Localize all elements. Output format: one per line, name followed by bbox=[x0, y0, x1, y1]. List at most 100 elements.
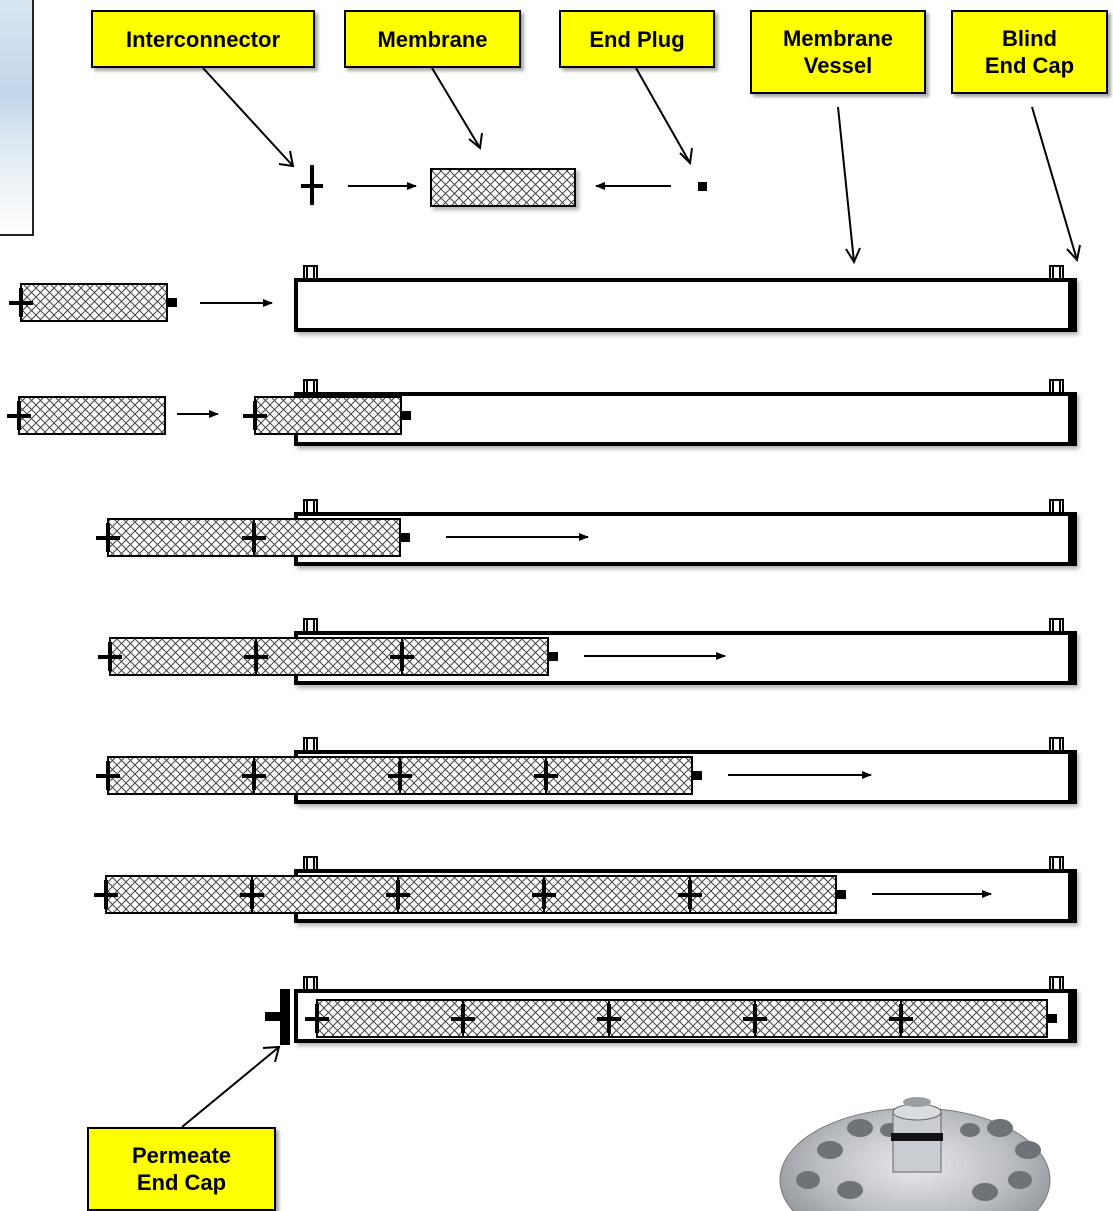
vessel-port bbox=[1049, 856, 1064, 871]
membrane-element bbox=[754, 999, 902, 1038]
vessel-step-2 bbox=[7, 379, 1077, 446]
corner-photo-fragment bbox=[0, 0, 34, 236]
interconnector bbox=[96, 523, 120, 552]
membrane-element bbox=[900, 999, 1048, 1038]
blind-end-cap bbox=[1068, 278, 1077, 332]
interconnector bbox=[243, 401, 267, 430]
membrane-vessel bbox=[294, 278, 1076, 332]
callout-pointers bbox=[181, 67, 1081, 1128]
vessel-port bbox=[303, 379, 318, 394]
blind-end-cap bbox=[1068, 392, 1077, 446]
end-plug bbox=[168, 298, 177, 307]
membrane-element bbox=[253, 756, 401, 795]
callout-membrane: Membrane bbox=[344, 10, 521, 68]
end-plug bbox=[693, 771, 702, 780]
membrane-element bbox=[689, 875, 837, 914]
membrane-vessel bbox=[294, 392, 1076, 446]
blind-end-cap bbox=[1068, 869, 1077, 923]
membrane-element bbox=[254, 396, 402, 435]
membrane-element bbox=[401, 637, 549, 676]
membrane-element bbox=[251, 875, 399, 914]
permeate-end-cap-photo bbox=[763, 1075, 1068, 1211]
membrane-element bbox=[109, 637, 257, 676]
part-interconnector bbox=[301, 165, 323, 205]
membrane-element bbox=[462, 999, 610, 1038]
callout-end-plug-text: End Plug bbox=[589, 26, 685, 52]
interconnector bbox=[532, 880, 556, 909]
membrane-element bbox=[397, 875, 545, 914]
interconnector bbox=[451, 1004, 475, 1033]
callout-membrane-vessel-line1: Membrane bbox=[782, 26, 894, 51]
part-membrane bbox=[430, 168, 576, 207]
blind-end-cap bbox=[1068, 512, 1077, 566]
membrane-element bbox=[316, 999, 464, 1038]
interconnector bbox=[305, 1004, 329, 1033]
interconnector bbox=[94, 880, 118, 909]
interconnector bbox=[9, 288, 33, 317]
interconnector bbox=[678, 880, 702, 909]
part-end-plug bbox=[698, 182, 707, 191]
blind-end-cap bbox=[1068, 989, 1077, 1043]
vessel-port bbox=[1049, 976, 1064, 991]
interconnector bbox=[889, 1004, 913, 1033]
interconnector bbox=[242, 761, 266, 790]
end-plug bbox=[837, 890, 846, 899]
end-plug bbox=[402, 411, 411, 420]
end-plug bbox=[401, 533, 410, 542]
blind-end-cap bbox=[1068, 631, 1077, 685]
callout-permeate-end-cap: Permeate End Cap bbox=[87, 1127, 276, 1211]
vessel-port bbox=[1049, 499, 1064, 514]
interconnector bbox=[743, 1004, 767, 1033]
callout-membrane-vessel-line2: Vessel bbox=[803, 53, 873, 78]
membrane-element bbox=[107, 756, 255, 795]
vessel-port bbox=[1049, 265, 1064, 280]
membrane-element bbox=[107, 518, 255, 557]
vessel-port bbox=[303, 737, 318, 752]
end-plug bbox=[549, 652, 558, 661]
vessel-step-5 bbox=[96, 737, 1077, 804]
vessel-port bbox=[303, 618, 318, 633]
vessel-port bbox=[303, 856, 318, 871]
callout-permeate-end-cap-line2: End Cap bbox=[136, 1170, 227, 1195]
vessel-port bbox=[303, 499, 318, 514]
membrane-element bbox=[18, 396, 166, 435]
vessel-step-1 bbox=[9, 265, 1077, 332]
interconnector bbox=[388, 761, 412, 790]
membrane-element bbox=[545, 756, 693, 795]
vessel-step-7 bbox=[265, 976, 1077, 1045]
interconnector bbox=[242, 523, 266, 552]
callout-membrane-text: Membrane bbox=[377, 26, 488, 52]
interconnector bbox=[96, 761, 120, 790]
membrane-vessel bbox=[294, 512, 1076, 566]
membrane-element bbox=[253, 518, 401, 557]
membrane-element bbox=[399, 756, 547, 795]
membrane-element bbox=[608, 999, 756, 1038]
vessel-port bbox=[1049, 737, 1064, 752]
interconnector bbox=[597, 1004, 621, 1033]
callout-blind-end-cap-line1: Blind bbox=[1002, 26, 1057, 51]
membrane-element bbox=[255, 637, 403, 676]
interconnector bbox=[7, 401, 31, 430]
callout-permeate-end-cap-line1: Permeate bbox=[131, 1143, 232, 1168]
interconnector bbox=[390, 642, 414, 671]
vessel-port bbox=[1049, 618, 1064, 633]
interconnector bbox=[244, 642, 268, 671]
callout-end-plug: End Plug bbox=[559, 10, 715, 68]
interconnector bbox=[98, 642, 122, 671]
vessel-port bbox=[1049, 379, 1064, 394]
vessel-step-4 bbox=[98, 618, 1077, 685]
vessel-step-6 bbox=[94, 856, 1077, 923]
end-plug bbox=[1048, 1014, 1057, 1023]
vessel-port bbox=[303, 265, 318, 280]
vessel-port bbox=[303, 976, 318, 991]
callout-interconnector-text: Interconnector bbox=[125, 26, 281, 52]
interconnector bbox=[386, 880, 410, 909]
membrane-element bbox=[20, 283, 168, 322]
membrane-element bbox=[105, 875, 253, 914]
callout-interconnector: Interconnector bbox=[91, 10, 315, 68]
callout-blind-end-cap: Blind End Cap bbox=[951, 10, 1108, 94]
loading-steps bbox=[7, 265, 1077, 1045]
membrane-element bbox=[543, 875, 691, 914]
callout-blind-end-cap-line2: End Cap bbox=[984, 53, 1075, 78]
